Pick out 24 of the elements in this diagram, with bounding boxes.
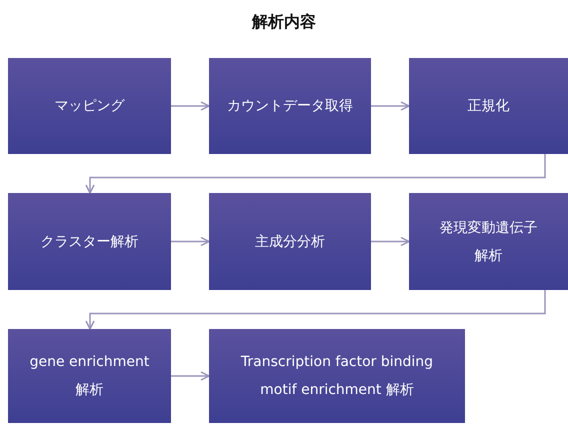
arrow — [171, 236, 210, 246]
step-label: マッピング — [54, 97, 124, 116]
arrow — [171, 371, 210, 381]
arrow — [171, 101, 210, 111]
step-label: 発現変動遺伝子解析 — [438, 218, 538, 266]
step-label: 主成分分析 — [255, 232, 325, 252]
process-box — [409, 193, 568, 290]
step-label: カウントデータ取得 — [227, 97, 353, 116]
process-box — [209, 329, 465, 423]
process-box — [409, 58, 568, 154]
process-box — [8, 329, 171, 423]
step-label: クラスター解析 — [40, 232, 138, 252]
arrow — [371, 101, 410, 111]
step-label: 正規化 — [468, 97, 510, 116]
process-box — [8, 193, 171, 290]
process-box — [8, 58, 171, 154]
title: 解析内容 — [250, 12, 317, 33]
step-label: Transcription factor binding motif enrichment 解析 — [240, 353, 434, 400]
arrow — [85, 290, 546, 330]
arrow — [85, 154, 546, 194]
process-box — [209, 58, 371, 154]
process-box — [209, 193, 371, 290]
step-label: gene enrichment 解析 — [28, 353, 150, 400]
arrow — [371, 236, 410, 246]
